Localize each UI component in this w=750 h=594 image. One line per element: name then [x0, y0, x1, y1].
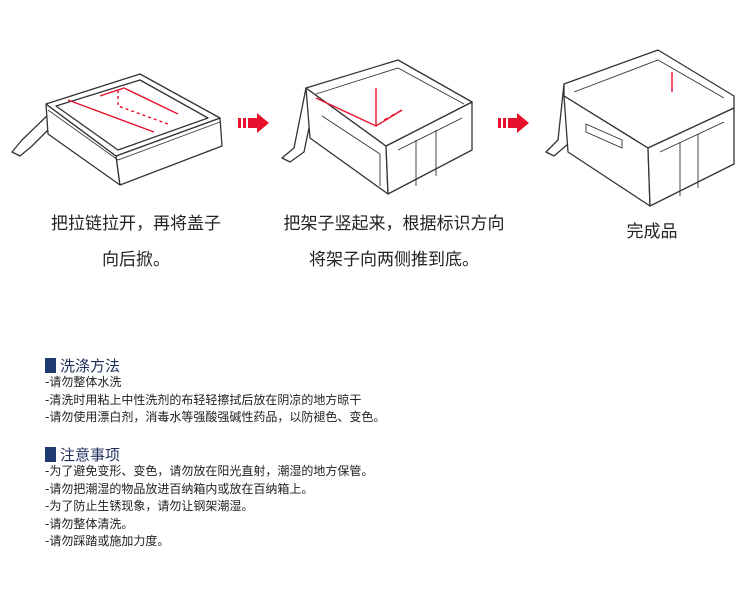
notes-item: -请勿踩踏或施加力度。 [45, 534, 170, 549]
step3-caption-line1: 完成品 [626, 222, 678, 242]
notes-item: -请勿整体清洗。 [45, 516, 134, 531]
right-arrow-icon [498, 112, 530, 138]
step2-caption: 把架子竖起来，根据标识方向 将架子向两侧推到底。 [264, 206, 524, 278]
notes-item: -为了避免变形、变色，请勿放在阳光直射，潮湿的地方保管。 [45, 464, 374, 478]
step3-illustration [538, 40, 744, 210]
washing-item: -请勿整体水洗 [45, 375, 122, 389]
notes-section: 注意事项 -为了避免变形、变色，请勿放在阳光直射，潮湿的地方保管。 -请勿把潮湿… [45, 445, 373, 551]
notes-title: 注意事项 [60, 445, 121, 464]
step1-illustration [8, 60, 236, 196]
washing-title: 洗涤方法 [60, 356, 121, 375]
section-bar-icon [45, 357, 56, 373]
step1-caption-line2: 向后掀。 [102, 250, 170, 270]
washing-section: 洗涤方法 -请勿整体水洗 -清洗时用粘上中性洗剂的布轻轻擦拭后放在阴凉的地方晾干… [45, 356, 385, 427]
step1-caption-line1: 把拉链拉开，再将盖子 [51, 214, 221, 234]
step1-caption: 把拉链拉开，再将盖子 向后掀。 [26, 206, 246, 278]
washing-item: -请勿使用漂白剂，消毒水等强酸强碱性药品，以防褪色、变色。 [45, 410, 386, 425]
notes-heading: 注意事项 [45, 445, 373, 464]
right-arrow-icon [238, 112, 270, 138]
step3-caption: 完成品 [572, 214, 732, 250]
step2-illustration [276, 38, 488, 196]
notes-item: -请勿把潮湿的物品放进百纳箱内或放在百纳箱上。 [45, 481, 314, 496]
section-bar-icon [45, 446, 56, 462]
step2-caption-line2: 将架子向两侧推到底。 [309, 250, 479, 270]
step2-caption-line1: 把架子竖起来，根据标识方向 [283, 214, 505, 234]
washing-heading: 洗涤方法 [45, 356, 385, 375]
washing-item: -清洗时用粘上中性洗剂的布轻轻擦拭后放在阴凉的地方晾干 [45, 392, 362, 407]
notes-item: -为了防止生锈现象，请勿让钢架潮湿。 [45, 499, 254, 514]
